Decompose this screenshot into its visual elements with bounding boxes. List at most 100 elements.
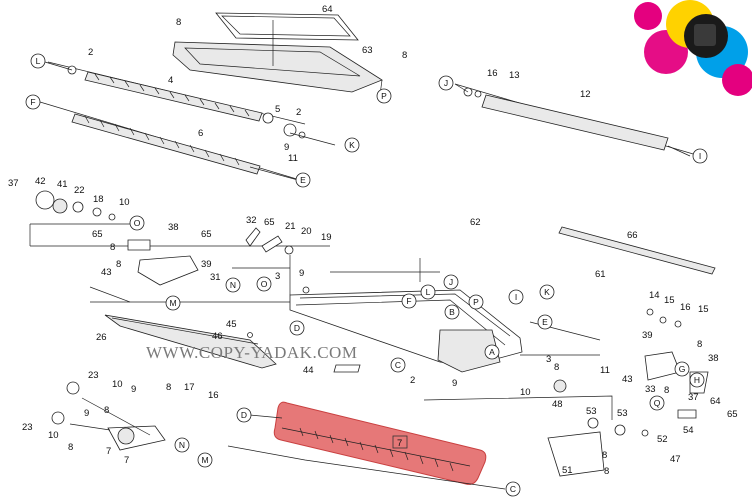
callout-Q-right: Q: [649, 395, 665, 411]
pn-18-a: 16: [487, 68, 498, 79]
pn-16: 14: [649, 290, 660, 301]
callout-N-bottom: N: [174, 437, 190, 453]
pn-4: 4: [168, 75, 173, 86]
pn-53-a: 53: [586, 406, 597, 417]
pn-11-e: 9: [84, 408, 89, 419]
callout-P-center: P: [468, 294, 484, 310]
callout-F-left: F: [25, 94, 41, 110]
part-14-roller: [454, 83, 701, 157]
pn-42-b: 39: [642, 330, 653, 341]
pn-10-f: 8: [554, 362, 559, 373]
part-66-bar: [558, 226, 716, 275]
pn-43-a: 43: [101, 267, 112, 278]
pn-11-b: 9: [299, 268, 304, 279]
left-gear-cluster: [35, 190, 199, 286]
brand-logo: [634, 0, 752, 96]
pn-12-a: 10: [119, 197, 130, 208]
pn-44: 41: [57, 179, 68, 190]
svg-text:E: E: [300, 175, 306, 185]
callout-J-top: J: [438, 75, 454, 91]
pn-12-d: 10: [48, 430, 59, 441]
callout-E-center: E: [537, 314, 553, 330]
part-4-shaft: [47, 61, 306, 125]
pn-26-a: 23: [88, 370, 99, 381]
pn-10-i: 8: [104, 405, 109, 416]
svg-text:J: J: [449, 277, 453, 287]
callout-L-top: L: [30, 53, 46, 69]
main-frame-assembly: [29, 223, 523, 373]
pn-58: 62: [470, 217, 481, 228]
callout-C-center: C: [390, 357, 406, 373]
svg-text:F: F: [406, 296, 411, 306]
pn-10-b: 8: [402, 50, 407, 61]
pn-41-b: 38: [708, 353, 719, 364]
pn-15: 13: [509, 70, 520, 81]
pn-2-a: 2: [88, 47, 93, 58]
callout-B-center: B: [444, 304, 460, 320]
callout-D-center: D: [289, 320, 305, 336]
callout-I-center: I: [508, 289, 524, 305]
callout-H-right: H: [689, 372, 705, 388]
svg-text:K: K: [349, 140, 355, 150]
pn-10-k: 8: [602, 450, 607, 461]
pn-31: 26: [96, 332, 107, 343]
callout-E-mid: E: [295, 172, 311, 188]
pn-65: 65: [201, 229, 212, 240]
callout-M-bottom: M: [197, 452, 213, 468]
pn-17-a: 15: [664, 295, 675, 306]
callout-I-right: I: [692, 148, 708, 164]
callout-K-center: K: [539, 284, 555, 300]
pn-9: 7: [124, 455, 129, 466]
callout-C-bottom: C: [505, 481, 521, 497]
part-7-highlight[interactable]: [273, 401, 487, 485]
pn-52: 52: [657, 434, 668, 445]
svg-text:L: L: [426, 287, 431, 297]
pn-61: 64: [322, 4, 333, 15]
pn-10-l: 8: [604, 466, 609, 477]
pn-33: 32: [246, 215, 257, 226]
pn-54: 54: [683, 425, 694, 436]
svg-text:O: O: [134, 218, 141, 228]
pn-13-b: 11: [600, 365, 610, 376]
svg-text:A: A: [489, 347, 495, 357]
bottom-left-cluster: [51, 381, 166, 451]
callout-D-bottom: D: [236, 407, 252, 423]
svg-text:P: P: [381, 91, 387, 101]
pn-5: 5: [275, 104, 280, 115]
callout-P-top: P: [376, 88, 392, 104]
pn-1: 2: [410, 375, 415, 386]
pn-63: 65: [264, 217, 275, 228]
svg-text:N: N: [179, 440, 185, 450]
pn-10-j: 8: [68, 442, 73, 453]
svg-text:N: N: [230, 280, 236, 290]
pn-57: 61: [595, 269, 606, 280]
svg-text:G: G: [679, 364, 686, 374]
pn-37: 33: [645, 384, 656, 395]
callout-N-center: N: [225, 277, 241, 293]
pn-32: 31: [210, 272, 221, 283]
svg-text:M: M: [169, 298, 176, 308]
pn-11-a: 9: [284, 142, 289, 153]
pn-19: 16: [208, 390, 219, 401]
pn-10-a: 8: [176, 17, 181, 28]
pn-64-b: 65: [727, 409, 738, 420]
callout-O-left: O: [129, 215, 145, 231]
svg-text:E: E: [542, 317, 548, 327]
callout-G-right: G: [674, 361, 690, 377]
svg-text:Q: Q: [654, 398, 661, 408]
center-small-parts: [245, 227, 361, 373]
pn-39: 37: [8, 178, 19, 189]
pn-46: 44: [303, 365, 314, 376]
callout-M-left: M: [165, 295, 181, 311]
pn-13-a: 11: [288, 153, 298, 164]
pn-59: 63: [362, 45, 373, 56]
svg-text:C: C: [510, 484, 516, 494]
pn-47: 47: [670, 454, 681, 465]
pn-42-a: 39: [201, 259, 212, 270]
callout-A-center: A: [484, 344, 500, 360]
callout-O-center: O: [256, 276, 272, 292]
pn-43-b: 43: [622, 374, 633, 385]
callout-K-mid: K: [344, 137, 360, 153]
